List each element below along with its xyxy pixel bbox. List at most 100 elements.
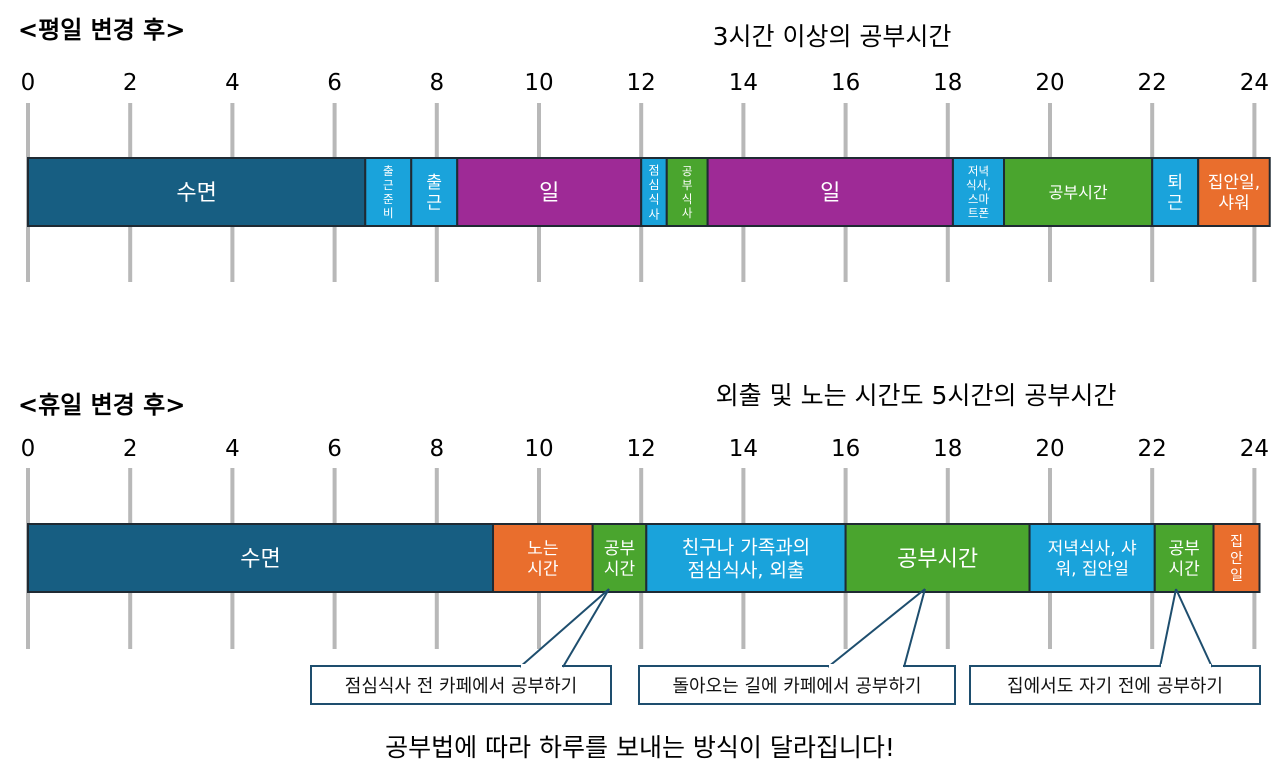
tick-label: 22 xyxy=(1138,70,1167,96)
segment-label: 근 xyxy=(383,178,394,192)
segment-label: 집안일, xyxy=(1208,173,1260,193)
tick-label: 10 xyxy=(524,436,553,462)
timeline-segment: 공부시간 xyxy=(844,523,1031,593)
segment-label: 근 xyxy=(426,193,442,213)
segment-label: 수면 xyxy=(176,181,216,206)
segment-label: 집 xyxy=(1230,534,1243,550)
segment-label: 수면 xyxy=(240,547,280,572)
tick-label: 2 xyxy=(123,436,138,462)
callout-return-cafe: 돌아오는 길에 카페에서 공부하기 xyxy=(638,588,956,705)
segment-label: 공부시간 xyxy=(897,547,978,572)
segment-label: 스마 xyxy=(968,192,990,206)
tick-label: 2 xyxy=(123,70,138,96)
segment-label: 점심식사, 외출 xyxy=(687,559,804,581)
timeline-segment: 일 xyxy=(706,157,954,227)
segment-label: 트폰 xyxy=(968,206,989,220)
tick-label: 22 xyxy=(1138,436,1167,462)
tick-label: 6 xyxy=(327,70,342,96)
timeline-segment: 점심식사 xyxy=(640,157,668,227)
tick-label: 8 xyxy=(429,436,444,462)
segment-bar xyxy=(27,157,367,227)
segment-label: 사 xyxy=(648,207,659,221)
tick-label: 20 xyxy=(1035,436,1064,462)
segment-bar xyxy=(665,157,709,227)
segment-label: 퇴 xyxy=(1167,173,1183,193)
timeline-segment: 집안일 xyxy=(1212,523,1261,593)
segment-label: 출 xyxy=(383,164,394,178)
callout-lunch-cafe: 점심식사 전 카페에서 공부하기 xyxy=(310,588,612,705)
segment-label: 친구나 가족과의 xyxy=(682,536,810,558)
tick-label: 24 xyxy=(1240,70,1269,96)
timeline-segment: 수면 xyxy=(27,523,495,593)
segment-label: 식 xyxy=(682,192,693,206)
segment-bar xyxy=(1028,523,1156,593)
segment-label: 공부 xyxy=(604,539,635,559)
timeline-segment: 퇴근 xyxy=(1151,157,1200,227)
segment-label: 시간 xyxy=(527,559,559,579)
segment-label: 점 xyxy=(648,163,659,177)
tick-label: 0 xyxy=(21,70,36,96)
segment-bar xyxy=(456,157,643,227)
timeline-segment: 공부시간 xyxy=(591,523,648,593)
tick-label: 4 xyxy=(225,70,240,96)
segment-bar xyxy=(1153,523,1215,593)
segment-label: 사 xyxy=(682,206,693,220)
timeline-segment: 공부시간 xyxy=(1153,523,1215,593)
segment-bar xyxy=(844,523,1031,593)
segment-label: 일 xyxy=(820,181,840,206)
segment-label: 근 xyxy=(1167,193,1183,213)
segment-bar xyxy=(640,157,668,227)
segment-label: 공부 xyxy=(1168,539,1199,559)
weekday-subtitle: 3시간 이상의 공부시간 xyxy=(713,22,952,51)
tick-label: 18 xyxy=(933,70,962,96)
callout-home-study: 집에서도 자기 전에 공부하기 xyxy=(969,588,1261,705)
segment-label: 출 xyxy=(426,173,442,193)
callout-text: 돌아오는 길에 카페에서 공부하기 xyxy=(672,676,921,697)
callouts: 점심식사 전 카페에서 공부하기 돌아오는 길에 카페에서 공부하기 집에서도 … xyxy=(310,588,1261,705)
weekday-title: <평일 변경 후> xyxy=(18,16,185,44)
tick-label: 12 xyxy=(627,436,656,462)
tick-label: 20 xyxy=(1035,70,1064,96)
segment-label: 부 xyxy=(682,178,693,192)
segment-label: 일 xyxy=(539,181,559,206)
weekend-subtitle: 외출 및 노는 시간도 5시간의 공부시간 xyxy=(716,381,1117,410)
segment-label: 심 xyxy=(648,178,659,192)
segment-label: 시간 xyxy=(1168,559,1200,579)
segment-label: 비 xyxy=(383,206,394,220)
tick-label: 16 xyxy=(831,436,860,462)
timeline-segment: 집안일,샤워 xyxy=(1197,157,1271,227)
timeline-segment: 공부시간 xyxy=(1003,157,1154,227)
segment-bar xyxy=(364,157,413,227)
tick-label: 14 xyxy=(729,436,758,462)
tick-label: 6 xyxy=(327,436,342,462)
timeline-segment: 일 xyxy=(456,157,643,227)
tick-label: 24 xyxy=(1240,436,1269,462)
timeline-segment: 출근 xyxy=(410,157,459,227)
segment-label: 공부시간 xyxy=(1049,183,1108,202)
tick-label: 18 xyxy=(933,436,962,462)
segment-label: 식 xyxy=(648,193,659,207)
tick-label: 12 xyxy=(627,70,656,96)
footer-message: 공부법에 따라 하루를 보내는 방식이 달라집니다! xyxy=(385,733,895,762)
tick-label: 0 xyxy=(21,436,36,462)
tick-label: 8 xyxy=(429,70,444,96)
callout-text: 집에서도 자기 전에 공부하기 xyxy=(1007,676,1223,697)
segment-label: 저녁식사, 샤 xyxy=(1048,539,1137,559)
segment-label: 노는 xyxy=(527,539,558,559)
segment-bar xyxy=(1151,157,1200,227)
timeline-segment: 저녁식사, 샤워, 집안일 xyxy=(1028,523,1156,593)
callout-text: 점심식사 전 카페에서 공부하기 xyxy=(345,676,577,697)
segment-bar xyxy=(1212,523,1261,593)
segment-bar xyxy=(1197,157,1271,227)
segment-label: 식사, xyxy=(966,178,991,192)
tick-label: 4 xyxy=(225,436,240,462)
weekend-title: <휴일 변경 후> xyxy=(18,391,185,419)
segment-label: 준 xyxy=(383,192,394,206)
